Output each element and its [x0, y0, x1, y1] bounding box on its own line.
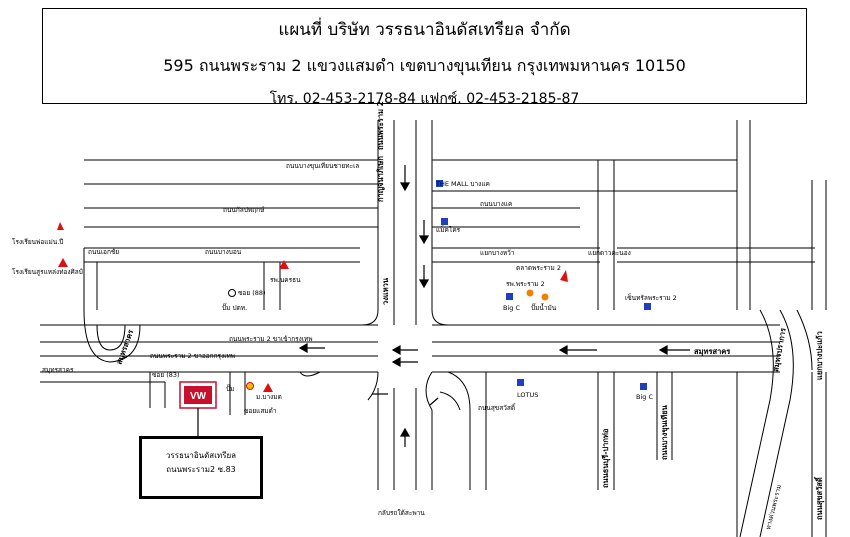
- road-label: ถนนบางบอน: [205, 248, 242, 256]
- landmark-label: Big C: [503, 304, 520, 312]
- road-line: [425, 371, 433, 411]
- arrow-head: [418, 235, 430, 245]
- landmark-label: ปั๊ม: [226, 384, 234, 393]
- road-line: [361, 309, 379, 326]
- landmark-label: ซอย (83): [152, 371, 180, 379]
- road-label: กาญจนาภิเษก: [376, 156, 385, 202]
- road-label: ถนนธนบุรี-ปากท่อ: [601, 429, 610, 488]
- makro-marker: [441, 218, 448, 225]
- landmark-label: เซ็นทรัลพระราม 2: [625, 293, 677, 302]
- landmark-label: ตลาดพระราม 2: [516, 264, 561, 272]
- hospital-marker: [279, 260, 289, 269]
- landmark-label: โรงเรียนสูรแหล่งท่องศิลป์: [12, 268, 83, 276]
- direction-arrow: [429, 397, 439, 406]
- landmark-label: ซอย (88): [238, 289, 266, 297]
- road-line: [796, 309, 813, 371]
- road-label: สมุทรปราการ: [771, 326, 788, 372]
- the-mall-marker: [436, 180, 443, 187]
- road-label: ถนนพระราม 2 ขาเข้ากรุงเทพ: [229, 335, 313, 343]
- road-line: [96, 324, 126, 351]
- school-marker: [263, 383, 273, 392]
- landmark-label: รพ.นครธน: [270, 276, 301, 284]
- landmark-label: รพ.พระราม 2: [506, 280, 545, 288]
- landmark-label: แม็คโคร: [436, 225, 461, 234]
- landmark-label: ปั๊มน้ำมัน: [531, 303, 557, 312]
- road-line: [431, 309, 449, 326]
- landmark-label: ซอยแสมดำ: [244, 407, 277, 415]
- gas-marker: [526, 289, 534, 297]
- company-location: ถนนพระราม2 ซ.83: [166, 465, 236, 474]
- road-label: ถนนพระราม 2: [376, 101, 385, 150]
- landmark-label: โรงเรียนพ่อแม่น.ปี: [12, 238, 63, 246]
- road-line: [299, 371, 321, 377]
- landmark-label: THE MALL บางแค: [435, 180, 490, 188]
- road-label: สมุทรสาคร: [114, 328, 135, 366]
- temple-marker: [57, 222, 64, 230]
- bigc-marker: [506, 293, 513, 300]
- company-phone: โทร. 02-453-2178-84 แฟกซ์. 02-453-2185-8…: [269, 91, 580, 107]
- road-label: สมุทรสาคร: [694, 347, 731, 356]
- road-label: ถนนสุขสวัสดิ์: [478, 403, 516, 412]
- road-label: ถนนกัลปพฤกษ์: [223, 206, 265, 214]
- road-label: ถนนเอกชัย: [88, 248, 119, 256]
- landmark-label: Big C: [636, 393, 653, 401]
- arrow-head: [558, 344, 568, 356]
- road-label: แยกบางปะแก้ว: [815, 331, 824, 380]
- road-label: ถนนบางแค: [480, 200, 512, 208]
- road-label: สมุทรสาคร: [42, 366, 74, 374]
- road-line: [83, 309, 141, 363]
- road-label: แยกบางหว้า: [480, 249, 515, 257]
- arrow-head: [399, 427, 411, 437]
- soi-marker: [228, 289, 236, 297]
- road-label: วงแหวน: [381, 277, 390, 305]
- arrow-head: [418, 279, 430, 289]
- arrow-head: [658, 344, 668, 356]
- svg-text:VW: VW: [190, 391, 207, 402]
- landmark-label: ม.บางมด: [256, 393, 282, 401]
- road-label: แยกดาวคะนอง: [588, 249, 631, 257]
- road-line: [367, 371, 379, 401]
- arrow-head: [298, 342, 308, 354]
- road-label: ถนนสุขสวัสดิ์: [813, 476, 824, 520]
- road-line: [447, 371, 471, 411]
- lotus-marker: [517, 379, 524, 386]
- bigc2-marker: [640, 383, 647, 390]
- road-label: ถนนพระราม 2 ขาออกกรุงเทพ: [150, 352, 235, 360]
- landmark-label: ปั๊ม ปตท.: [222, 303, 247, 312]
- map-title: แผนที่ บริษัท วรรธนาอินดัสเทรียล จำกัด: [278, 20, 571, 40]
- shell-marker: [246, 382, 254, 390]
- company-logo: VW: [179, 381, 217, 409]
- road-label: กลับรถใต้สะพาน: [378, 509, 425, 517]
- road-line: [739, 309, 774, 537]
- company-address: 595 ถนนพระราม 2 แขวงแสมดำ เขตบางขุนเทียน…: [163, 56, 686, 75]
- road-label: ถนนบางขุนเทียนชายทะเล: [286, 162, 359, 170]
- arrow-head: [391, 344, 401, 356]
- arrow-head: [391, 356, 401, 368]
- road-line: [759, 309, 794, 537]
- school-marker: [58, 258, 68, 267]
- pin-marker: [560, 270, 568, 282]
- central-marker: [644, 303, 651, 310]
- arrow-head: [399, 182, 411, 192]
- gas-marker: [541, 293, 549, 301]
- road-label: ถนนบางขุนเทียน: [660, 404, 669, 460]
- road-line: [439, 391, 461, 411]
- landmark-label: LOTUS: [517, 391, 538, 399]
- company-info-box: วรรธนาอินดัสเทรียล ถนนพระราม2 ซ.83: [139, 436, 263, 499]
- title-block: แผนที่ บริษัท วรรธนาอินดัสเทรียล จำกัด 5…: [42, 8, 807, 107]
- company-name: วรรธนาอินดัสเทรียล: [165, 451, 237, 460]
